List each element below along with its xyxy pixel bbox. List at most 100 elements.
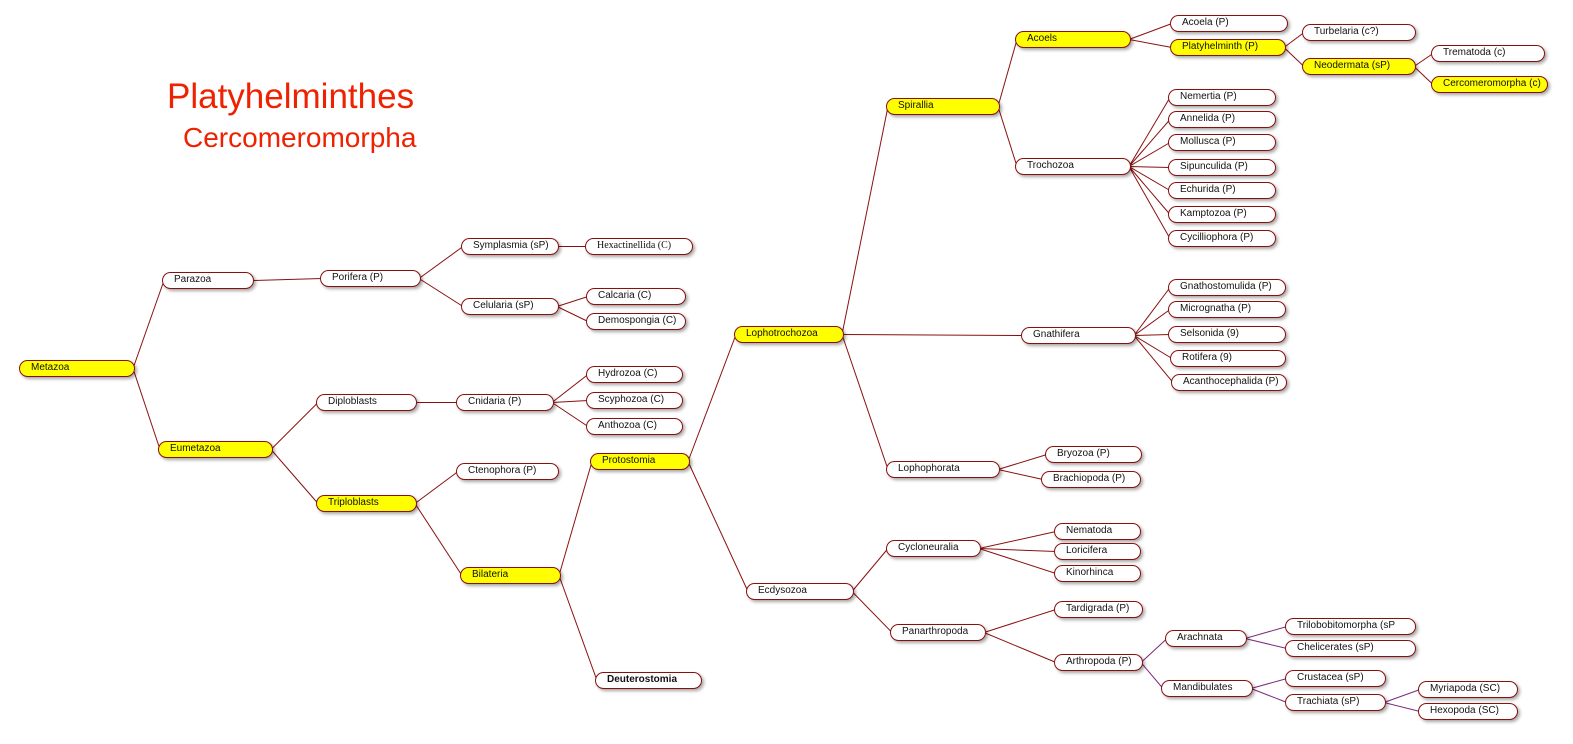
node-tardigrada: Tardigrada (P) bbox=[1054, 601, 1143, 618]
node-cnidaria: Cnidaria (P) bbox=[456, 394, 554, 411]
edge-metazoa-parazoa bbox=[132, 280, 165, 369]
edge-arachnata-trilobobitomorpha bbox=[1244, 626, 1288, 639]
edge-lophotrochozoa-gnathifera bbox=[841, 334, 1024, 336]
node-hexopoda: Hexopoda (SC) bbox=[1418, 703, 1518, 720]
edge-gnathifera-micrognatha bbox=[1133, 309, 1171, 336]
node-arthropoda: Arthropoda (P) bbox=[1054, 654, 1143, 671]
node-selsonida: Selsonida (9) bbox=[1168, 326, 1286, 343]
edge-porifera-celularia bbox=[418, 278, 464, 307]
node-mandibulates: Mandibulates bbox=[1161, 680, 1253, 697]
edge-trochozoa-mollusca bbox=[1128, 142, 1171, 167]
diagram-subtitle: Cercomeromorpha bbox=[183, 122, 417, 153]
edge-protostomia-lophotrochozoa bbox=[687, 334, 737, 462]
edge-neodermata-trematoda bbox=[1413, 53, 1434, 67]
edge-trochozoa-nemertia bbox=[1128, 97, 1171, 167]
edge-trochozoa-sipunculida bbox=[1128, 166, 1171, 168]
edge-cnidaria-hydrozoa bbox=[551, 374, 589, 403]
edge-bilateria-deuterostomia bbox=[558, 575, 598, 681]
edge-mandibulates-trachiata bbox=[1250, 688, 1288, 703]
edge-cycloneuralia-nematoda bbox=[978, 531, 1057, 549]
edge-ecdysozoa-cycloneuralia bbox=[851, 548, 889, 592]
node-parazoa: Parazoa bbox=[162, 272, 254, 289]
edge-lophophorata-brachiopoda bbox=[997, 469, 1044, 480]
edge-protostomia-ecdysozoa bbox=[687, 461, 749, 592]
edge-celularia-demospongia bbox=[556, 306, 589, 322]
node-triploblasts: Triploblasts bbox=[316, 495, 417, 512]
node-crustacea: Crustacea (sP) bbox=[1285, 670, 1386, 687]
node-micrognatha: Micrognatha (P) bbox=[1168, 301, 1286, 318]
node-neodermata: Neodermata (sP) bbox=[1302, 58, 1416, 75]
node-bryozoa: Bryozoa (P) bbox=[1045, 446, 1142, 463]
node-kinorhinca: Kinorhinca bbox=[1054, 565, 1141, 582]
edge-bilateria-protostomia bbox=[558, 461, 593, 576]
edge-acoels-platyhelminth bbox=[1128, 39, 1173, 48]
edge-parazoa-porifera bbox=[251, 278, 323, 281]
node-ecdysozoa: Ecdysozoa bbox=[746, 583, 854, 600]
node-echurida: Echurida (P) bbox=[1168, 182, 1276, 199]
node-scyphozoa: Scyphozoa (C) bbox=[586, 392, 683, 409]
edge-triploblasts-ctenophora bbox=[414, 471, 459, 504]
edge-trochozoa-kamptozoa bbox=[1128, 166, 1171, 215]
edge-arthropoda-mandibulates bbox=[1140, 662, 1164, 689]
node-nemertia: Nemertia (P) bbox=[1168, 89, 1276, 106]
node-deuterostomia: Deuterostomia bbox=[595, 672, 702, 689]
node-hydrozoa: Hydrozoa (C) bbox=[586, 366, 683, 383]
edge-arachnata-chelicerates bbox=[1244, 638, 1288, 649]
node-anthozoa: Anthozoa (C) bbox=[586, 418, 683, 435]
edge-eumetazoa-triploblasts bbox=[270, 449, 319, 504]
node-trilobobitomorpha: Trilobobitomorpha (sP bbox=[1285, 618, 1416, 635]
node-myriapoda: Myriapoda (SC) bbox=[1418, 681, 1518, 698]
edge-lophotrochozoa-lophophorata bbox=[841, 334, 889, 470]
edge-gnathifera-selsonida bbox=[1133, 334, 1171, 336]
node-gnathostomulida: Gnathostomulida (P) bbox=[1168, 279, 1286, 296]
node-diploblasts: Diploblasts bbox=[316, 394, 417, 411]
node-acoels: Acoels bbox=[1015, 31, 1131, 48]
edge-mandibulates-crustacea bbox=[1250, 678, 1288, 689]
edge-metazoa-eumetazoa bbox=[132, 368, 161, 450]
node-acoela: Acoela (P) bbox=[1170, 15, 1288, 32]
node-trachiata: Trachiata (sP) bbox=[1285, 694, 1386, 711]
node-eumetazoa: Eumetazoa bbox=[158, 441, 273, 458]
node-hexactinellida: Hexactinellida (C) bbox=[585, 238, 693, 255]
node-loricifera: Loricifera bbox=[1054, 543, 1141, 560]
node-metazoa: Metazoa bbox=[19, 360, 135, 377]
edge-trochozoa-annelida bbox=[1128, 119, 1171, 167]
edge-cnidaria-scyphozoa bbox=[551, 400, 589, 403]
edge-spirallia-acoels bbox=[997, 39, 1018, 107]
node-bilateria: Bilateria bbox=[460, 567, 561, 584]
node-acanthocephalida: Acanthocephalida (P) bbox=[1171, 374, 1287, 391]
node-sipunculida: Sipunculida (P) bbox=[1168, 159, 1276, 176]
edge-cycloneuralia-kinorhinca bbox=[978, 548, 1057, 574]
node-arachnata: Arachnata bbox=[1165, 630, 1247, 647]
node-platyhelminth: Platyhelminth (P) bbox=[1170, 39, 1286, 56]
edge-porifera-symplasmia bbox=[418, 246, 464, 279]
node-ctenophora: Ctenophora (P) bbox=[456, 463, 559, 480]
edge-lophophorata-bryozoa bbox=[997, 454, 1048, 470]
node-kamptozoa: Kamptozoa (P) bbox=[1168, 206, 1276, 223]
node-mollusca: Mollusca (P) bbox=[1168, 134, 1276, 151]
node-brachiopoda: Brachiopoda (P) bbox=[1041, 471, 1141, 488]
edge-gnathifera-rotifera bbox=[1133, 335, 1173, 359]
edge-cnidaria-anthozoa bbox=[551, 402, 589, 427]
edge-gnathifera-gnathostomulida bbox=[1133, 287, 1171, 336]
edge-eumetazoa-diploblasts bbox=[270, 402, 319, 450]
edge-trochozoa-cycilliophora bbox=[1128, 166, 1171, 239]
edge-trochozoa-echurida bbox=[1128, 166, 1171, 191]
node-turbelaria: Turbelaria (c?) bbox=[1302, 24, 1416, 41]
node-celularia: Celularia (sP) bbox=[461, 298, 559, 315]
edge-triploblasts-bilateria bbox=[414, 503, 463, 576]
edge-platyhelminth-turbelaria bbox=[1283, 32, 1305, 48]
node-demospongia: Demospongia (C) bbox=[586, 313, 686, 330]
node-symplasmia: Symplasmia (sP) bbox=[461, 238, 559, 255]
node-cercomeromorpha: Cercomeromorpha (c) bbox=[1431, 76, 1548, 93]
edge-trachiata-myriapoda bbox=[1383, 689, 1421, 703]
edge-neodermata-cercomeromorpha bbox=[1413, 66, 1434, 85]
edge-lophotrochozoa-spirallia bbox=[841, 106, 889, 335]
node-chelicerates: Chelicerates (sP) bbox=[1285, 640, 1416, 657]
node-protostomia: Protostomia bbox=[590, 453, 690, 470]
edge-acoels-acoela bbox=[1128, 23, 1173, 40]
node-annelida: Annelida (P) bbox=[1168, 111, 1276, 128]
node-cycloneuralia: Cycloneuralia bbox=[886, 540, 981, 557]
node-lophotrochozoa: Lophotrochozoa bbox=[734, 326, 844, 343]
